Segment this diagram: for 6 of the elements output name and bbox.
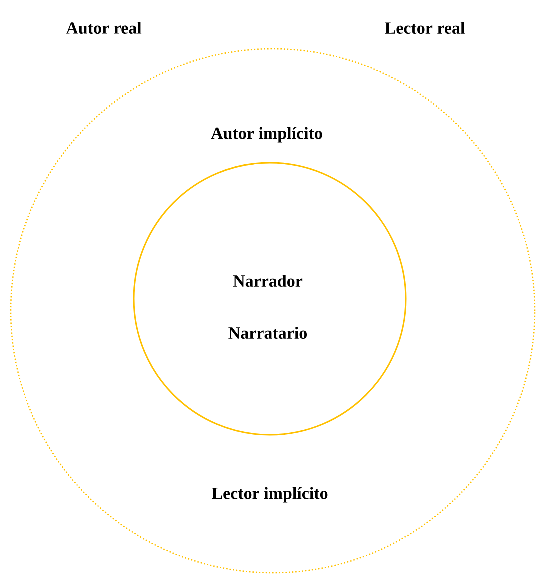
label: Lector real	[385, 22, 465, 34]
circle-label: Narrador	[233, 275, 303, 287]
circle-label: Autor implícito	[211, 127, 322, 143]
label: Autor real	[66, 22, 142, 34]
circle-label: Lector implícito	[212, 487, 328, 503]
circle-label: Narratario	[228, 327, 307, 339]
